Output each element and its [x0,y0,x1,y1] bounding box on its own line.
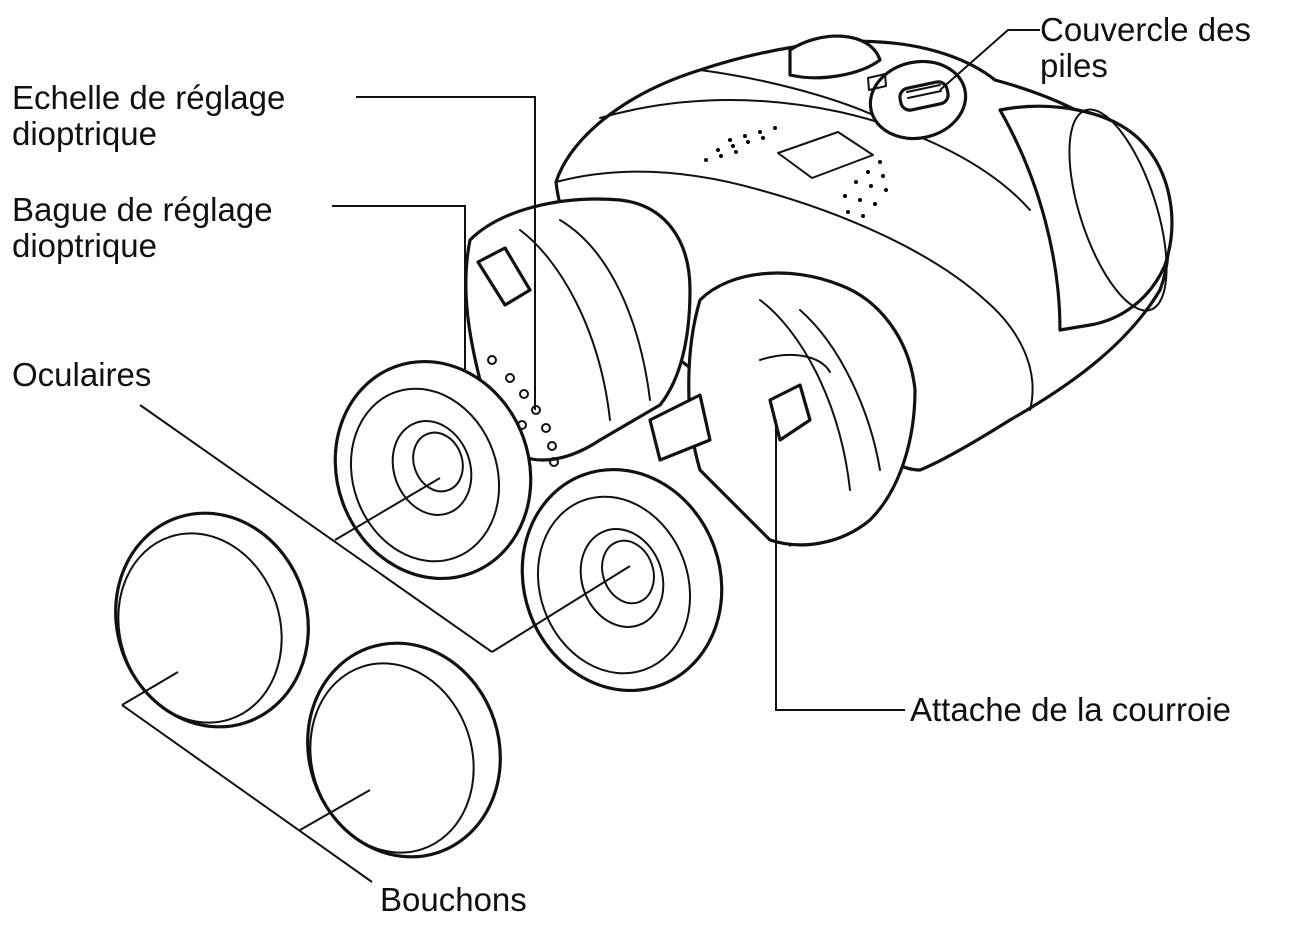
label-diopter-ring-line2: dioptrique [12,228,273,264]
label-battery-cover-line2: piles [1040,48,1251,84]
label-eyepieces-line1: Oculaires [12,357,151,393]
label-battery-cover: Couvercle des piles [1040,12,1251,84]
label-diopter-scale-line2: dioptrique [12,116,285,152]
label-lens-caps: Bouchons [380,882,527,918]
label-battery-cover-line1: Couvercle des [1040,12,1251,48]
lens-cap-left [88,488,335,752]
label-diopter-ring-line1: Bague de réglage [12,192,273,228]
label-lens-caps-line1: Bouchons [380,882,527,918]
label-eyepieces: Oculaires [12,357,151,393]
label-diopter-ring: Bague de réglage dioptrique [12,192,273,264]
label-strap-mount-line1: Attache de la courroie [910,692,1231,728]
label-strap-mount: Attache de la courroie [910,692,1231,728]
label-diopter-scale: Echelle de réglage dioptrique [12,80,285,152]
label-diopter-scale-line1: Echelle de réglage [12,80,285,116]
